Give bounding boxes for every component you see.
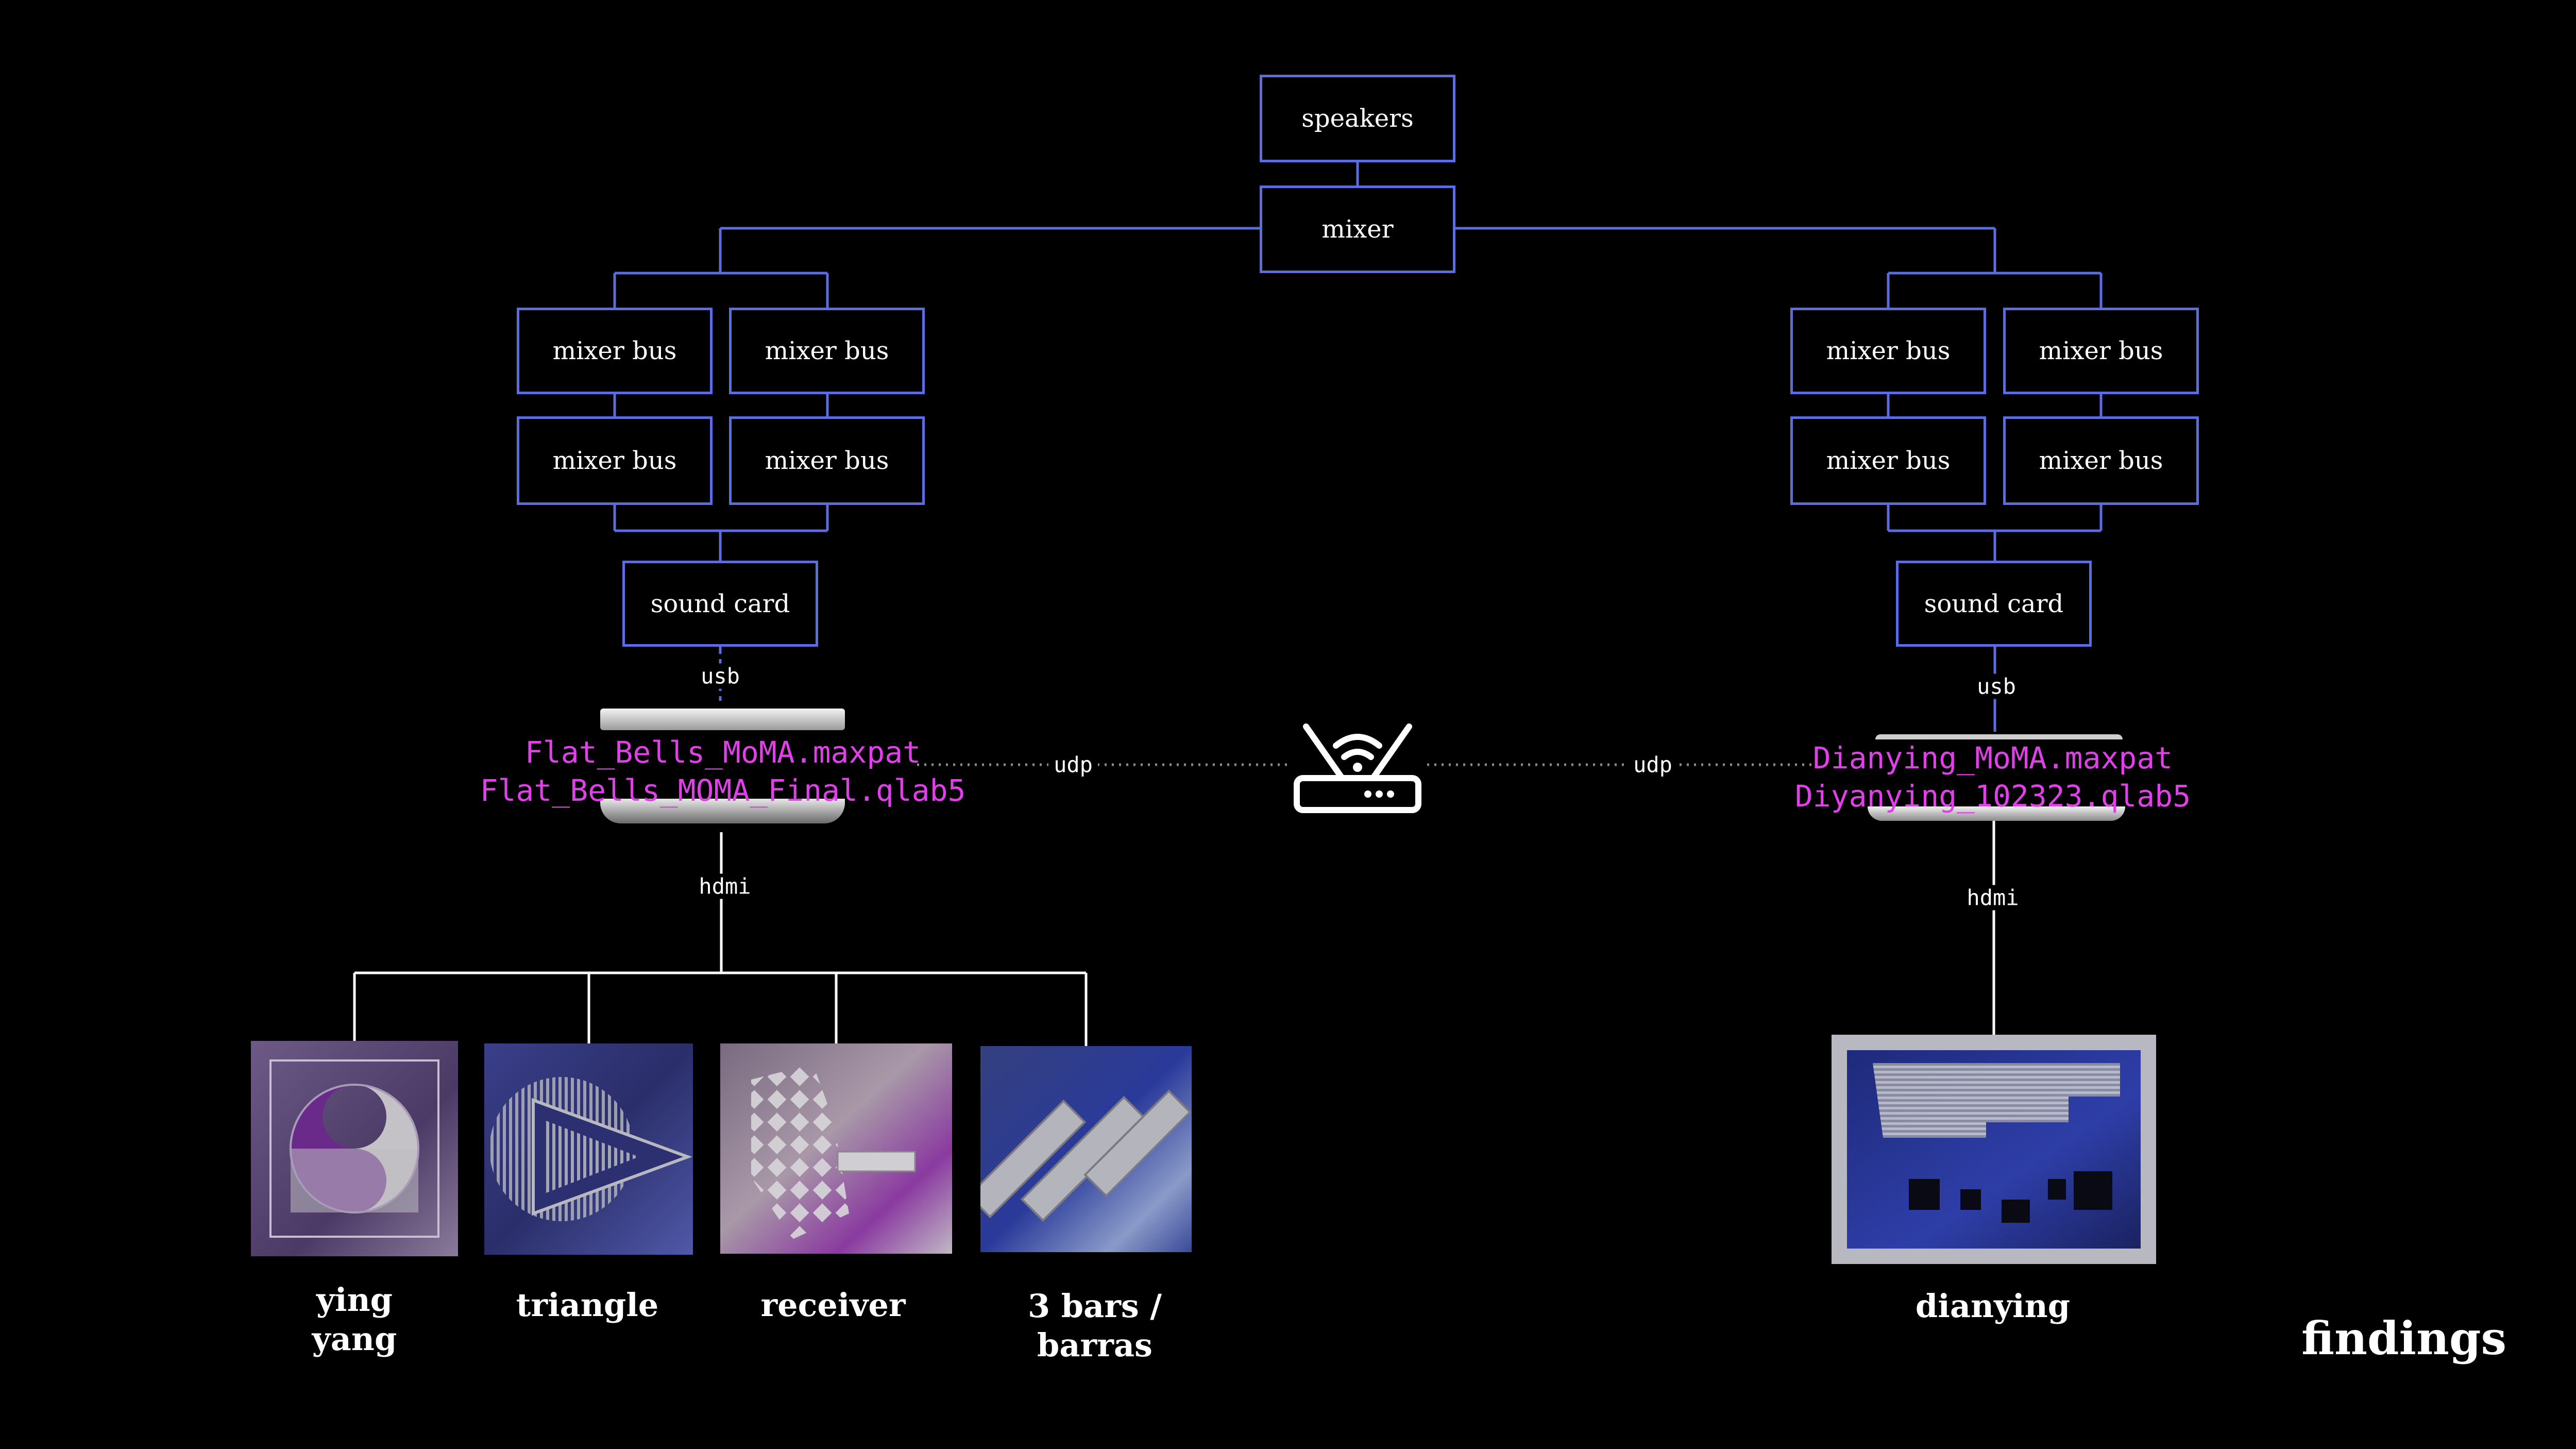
left-mixer-bus-3: mixer bus (517, 416, 713, 505)
left-mixer-bus-4: mixer bus (729, 416, 925, 505)
mixer-bus-label: mixer bus (2039, 336, 2163, 365)
left-usb-label: usb (696, 663, 745, 689)
left-sound-card-box: sound card (622, 561, 818, 647)
left-qlab-filename: Flat_Bells_MOMA_Final.qlab5 (480, 773, 966, 808)
mixer-bus-label: mixer bus (2039, 446, 2163, 475)
mixer-bus-label: mixer bus (765, 336, 889, 365)
three-bars-plate-image (980, 1046, 1192, 1252)
caption-line: receiver (760, 1286, 906, 1324)
caption-line: yang (312, 1320, 397, 1358)
mixer-bus-label: mixer bus (1826, 446, 1951, 475)
right-mixer-bus-3: mixer bus (1790, 416, 1986, 505)
caption-line: barras (1037, 1326, 1153, 1364)
right-computer-top (1875, 734, 2123, 739)
speakers-box: speakers (1260, 75, 1455, 162)
right-mixer-bus-1: mixer bus (1790, 308, 1986, 394)
mixer-bus-label: mixer bus (552, 446, 677, 475)
right-mixer-bus-4: mixer bus (2003, 416, 2199, 505)
receiver-caption: receiver (761, 1286, 906, 1325)
yin-yang-plate-image (251, 1041, 458, 1256)
caption-line: triangle (516, 1286, 659, 1324)
right-hdmi-label: hdmi (1961, 885, 2024, 911)
right-computer-bottom (1868, 806, 2125, 821)
left-computer-bottom (600, 799, 845, 823)
caption-line: dianying (1915, 1287, 2071, 1325)
left-computer-top (600, 709, 845, 730)
dianying-plate-image (1832, 1035, 2156, 1264)
left-mixer-bus-1: mixer bus (517, 308, 713, 394)
mixer-bus-label: mixer bus (765, 446, 889, 475)
caption-line: ying (316, 1281, 393, 1319)
left-maxpat-filename: Flat_Bells_MoMA.maxpat (524, 735, 921, 770)
right-sound-card-box: sound card (1896, 561, 2092, 647)
left-udp-label: udp (1048, 752, 1098, 778)
right-usb-label: usb (1972, 673, 2021, 699)
left-hdmi-label: hdmi (693, 873, 756, 899)
sound-card-label: sound card (650, 589, 790, 618)
mixer-bus-label: mixer bus (552, 336, 677, 365)
receiver-plate-image (720, 1043, 952, 1254)
yin-yang-caption: ying yang (312, 1280, 397, 1359)
sound-card-label: sound card (1924, 589, 2064, 618)
left-patch-files: Flat_Bells_MoMA.maxpat Flat_Bells_MOMA_F… (480, 733, 966, 810)
wifi-router-icon (1294, 723, 1421, 813)
right-mixer-bus-2: mixer bus (2003, 308, 2199, 394)
findings-footer-label: findings (2301, 1311, 2506, 1365)
right-maxpat-filename: Dianying_MoMA.maxpat (1812, 740, 2173, 776)
mixer-label: mixer (1321, 215, 1394, 244)
mixer-box: mixer (1260, 186, 1455, 273)
triangle-caption: triangle (516, 1286, 658, 1325)
speakers-label: speakers (1301, 104, 1414, 133)
triangle-plate-image (484, 1043, 693, 1255)
left-mixer-bus-2: mixer bus (729, 308, 925, 394)
right-qlab-filename: Diyanying_102323.qlab5 (1794, 779, 2191, 814)
right-patch-files: Dianying_MoMA.maxpat Diyanying_102323.ql… (1795, 739, 2191, 815)
dianying-caption: dianying (1916, 1287, 2070, 1326)
three-bars-caption: 3 bars / barras (1028, 1287, 1162, 1365)
right-udp-label: udp (1628, 752, 1677, 778)
mixer-bus-label: mixer bus (1826, 336, 1951, 365)
caption-line: 3 bars / (1027, 1287, 1162, 1325)
